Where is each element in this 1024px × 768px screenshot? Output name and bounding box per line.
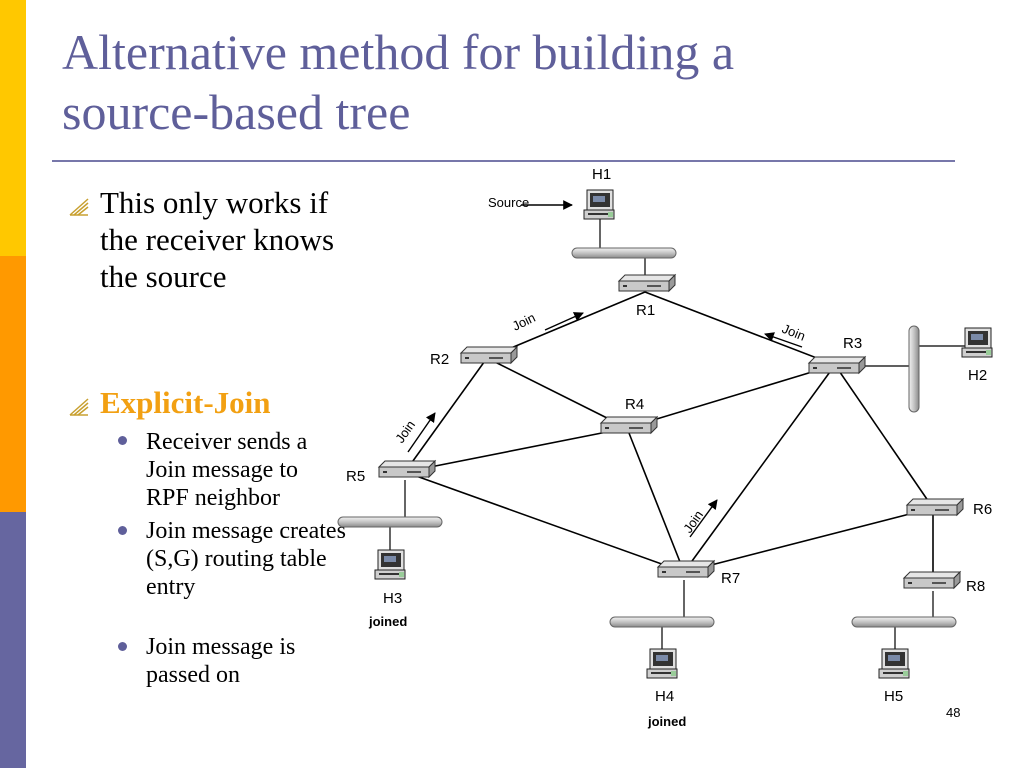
router-r7-label: R7 <box>721 570 740 587</box>
host-h5-computer-icon <box>878 648 910 679</box>
link-r4-r7 <box>626 427 685 573</box>
router-r4-icon <box>600 416 658 434</box>
host-h5-label: H5 <box>884 688 903 705</box>
host-h2-computer-icon <box>961 327 993 358</box>
router-r5-icon <box>378 460 436 478</box>
router-r6-label: R6 <box>973 501 992 518</box>
source-label: Source <box>488 195 529 210</box>
router-r8-icon <box>903 571 961 589</box>
sub-bullet-2: Join message creates (S,G) routing table… <box>146 518 346 600</box>
host-h2-label: H2 <box>968 367 987 384</box>
host-h1-computer-icon <box>583 189 615 220</box>
link-r2-r4 <box>486 357 628 429</box>
join-arrow-r2-r1 <box>544 312 584 331</box>
link-r3-r4 <box>626 364 836 429</box>
bullet-explicit-join: Explicit-Join <box>100 385 271 420</box>
join-label-r2-r1: Join <box>510 310 538 334</box>
router-r3-icon <box>808 356 866 374</box>
router-r1-label: R1 <box>636 302 655 319</box>
lan-h3 <box>337 516 443 528</box>
link-r3-r7 <box>683 364 836 573</box>
router-r6-icon <box>906 498 964 516</box>
lan-h5 <box>851 616 957 628</box>
lan-segments <box>337 218 965 650</box>
router-r2-label: R2 <box>430 351 449 368</box>
h4-joined-label: joined <box>647 714 686 729</box>
lan-h2 <box>908 325 920 413</box>
join-arrow-r5-r2 <box>407 412 436 453</box>
bullet-source-known: This only works if the receiver knows th… <box>100 185 335 294</box>
router-r3-label: R3 <box>843 335 862 352</box>
host-h3-computer-icon <box>374 549 406 580</box>
network-links <box>404 291 934 583</box>
sidebar-orange-band <box>0 256 26 512</box>
join-arrow-r3-r1 <box>764 332 803 348</box>
link-r1-r3 <box>644 291 836 366</box>
link-r2-r5 <box>404 357 488 473</box>
router-r1-icon <box>618 274 676 292</box>
link-r5-r7 <box>404 471 685 573</box>
router-r8-label: R8 <box>966 578 985 595</box>
host-h4-label: H4 <box>655 688 674 705</box>
bullet-pen-icon <box>69 198 89 216</box>
link-r7-r6 <box>683 507 934 573</box>
join-label-r7-r3: Join <box>680 508 706 536</box>
router-r4-label: R4 <box>625 396 644 413</box>
sidebar-purple-band <box>0 512 26 768</box>
sidebar-accent <box>0 0 26 768</box>
join-arrow-r7-r3 <box>689 499 718 538</box>
sub-bullet-3: Join message is passed on <box>146 634 296 688</box>
sub-bullet-dot <box>118 642 127 651</box>
sub-bullet-dot <box>118 436 127 445</box>
router-r7-icon <box>657 560 715 578</box>
sidebar-yellow-band <box>0 0 26 256</box>
title-line-2: source-based tree <box>62 84 411 140</box>
h3-joined-label: joined <box>368 614 407 629</box>
router-r5-label: R5 <box>346 468 365 485</box>
slide-title: Alternative method for building a source… <box>62 22 962 142</box>
sub-bullet-dot <box>118 526 127 535</box>
host-h4-computer-icon <box>646 648 678 679</box>
bullet-pen-icon <box>69 398 89 416</box>
link-r5-r4 <box>404 427 628 473</box>
title-line-1: Alternative method for building a <box>62 24 735 80</box>
page-number: 48 <box>946 705 961 720</box>
title-divider <box>52 160 955 162</box>
lan-h1 <box>571 247 677 259</box>
join-label-r5-r2: Join <box>392 418 418 446</box>
host-h3-label: H3 <box>383 590 402 607</box>
host-h1-label: H1 <box>592 166 611 183</box>
sub-bullet-1: Receiver sends a Join message to RPF nei… <box>146 429 308 511</box>
link-r3-r6 <box>834 364 934 509</box>
lan-h4 <box>609 616 715 628</box>
router-r2-icon <box>460 346 518 364</box>
